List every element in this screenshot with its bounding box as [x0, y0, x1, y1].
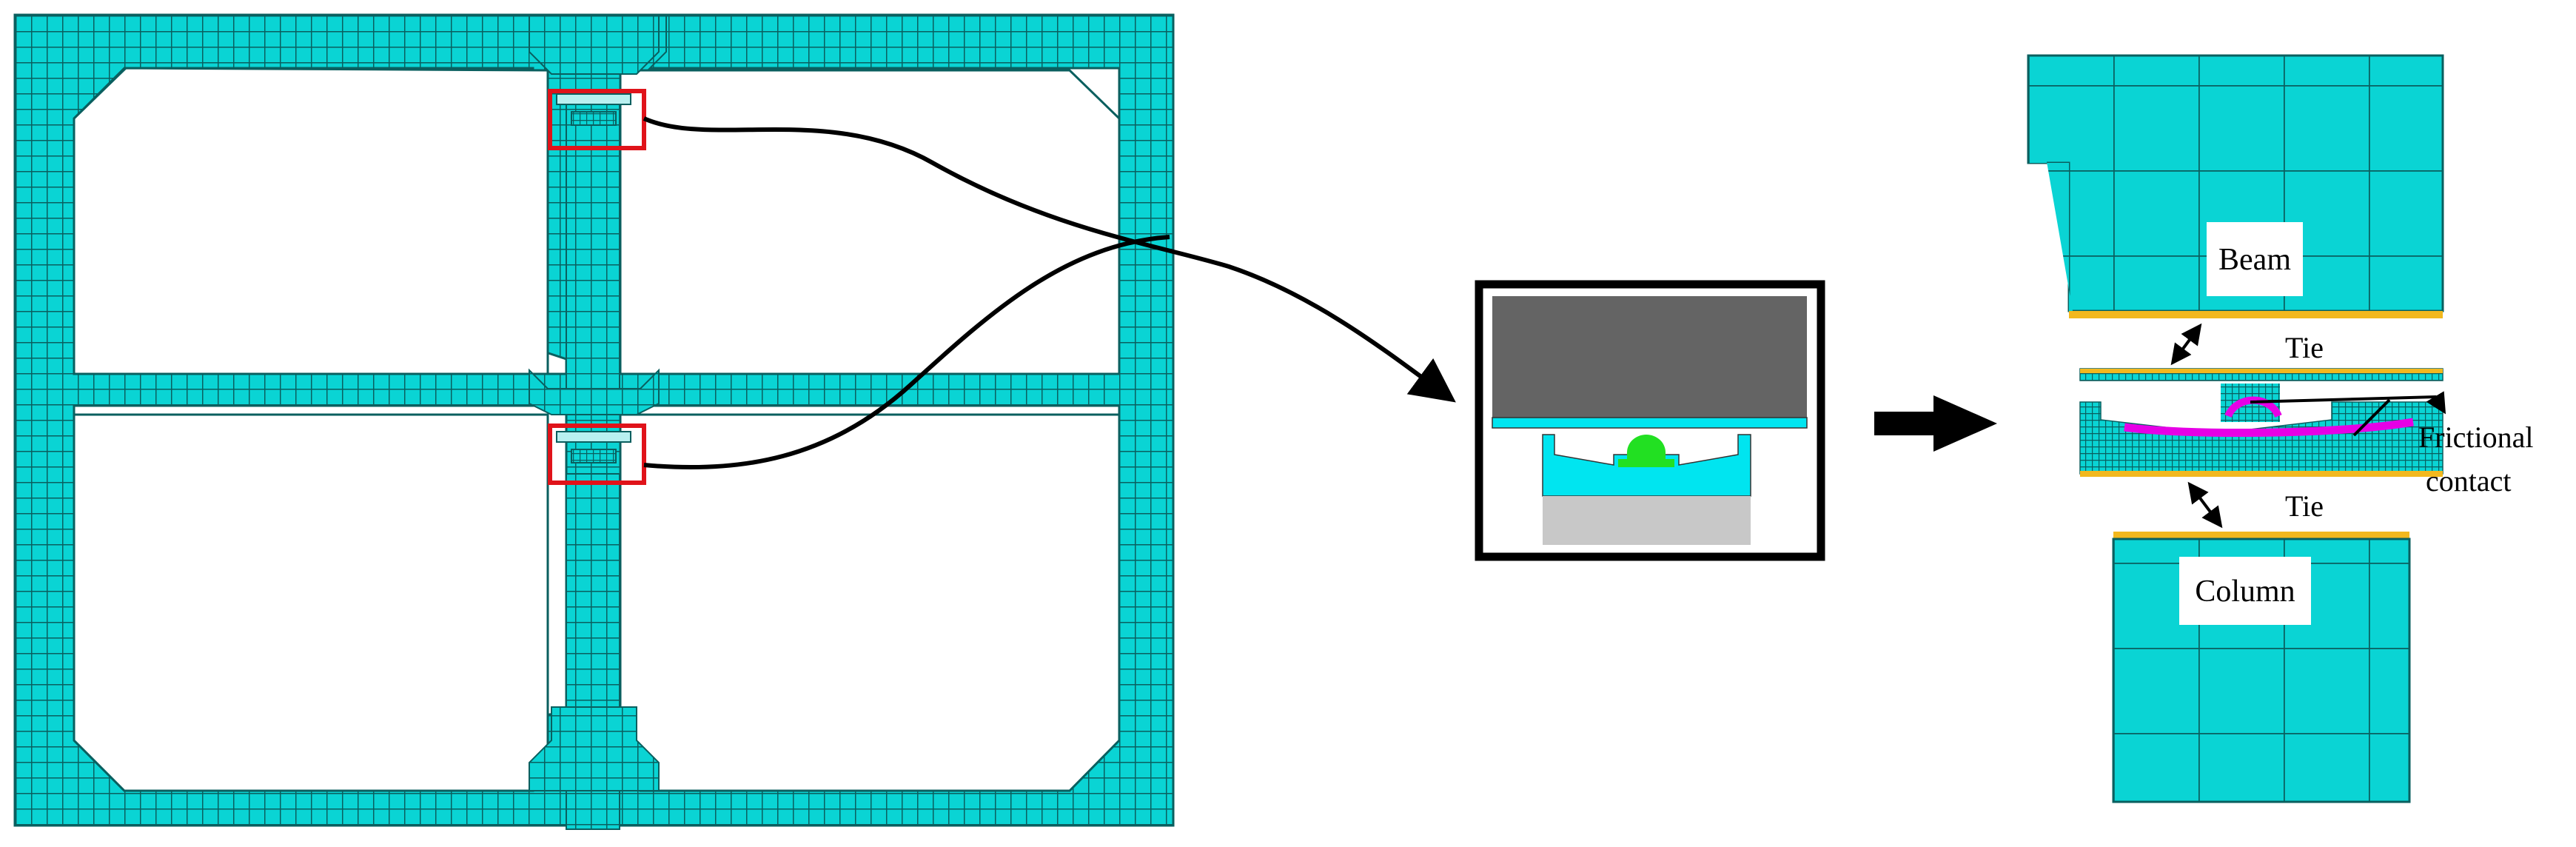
- beam-label-box: [2207, 222, 2303, 296]
- bearing-mesh-top: [556, 93, 631, 126]
- connector-bottom: [643, 235, 1170, 470]
- frictional-label-line1: Frictional: [2418, 421, 2534, 454]
- frictional-leader-2: [2352, 398, 2391, 437]
- tie-top-label: Tie: [2285, 331, 2324, 364]
- column-label: Column: [2195, 575, 2295, 609]
- column-label-box: [2179, 557, 2311, 625]
- tie-bottom-indicator: [2187, 481, 2223, 529]
- tie-top-indicator: [2170, 323, 2202, 366]
- bearing-mesh-bottom: [556, 431, 631, 463]
- bearing-fine-mesh: [2079, 368, 2443, 475]
- frictional-label-line2: contact: [2426, 464, 2512, 498]
- beam-tie-surface: [2069, 311, 2443, 318]
- tie-bottom-label: Tie: [2285, 489, 2324, 523]
- frame-openings: [73, 67, 1121, 792]
- connector-top: [643, 116, 1456, 403]
- bearing-detail: [1475, 280, 1825, 561]
- bearing-bottom-tie: [2080, 471, 2443, 477]
- frictional-leader: [2250, 391, 2446, 415]
- big-arrow: [1874, 395, 1997, 452]
- beam-label: Beam: [2218, 243, 2291, 277]
- highlight-box-bottom: [548, 424, 646, 485]
